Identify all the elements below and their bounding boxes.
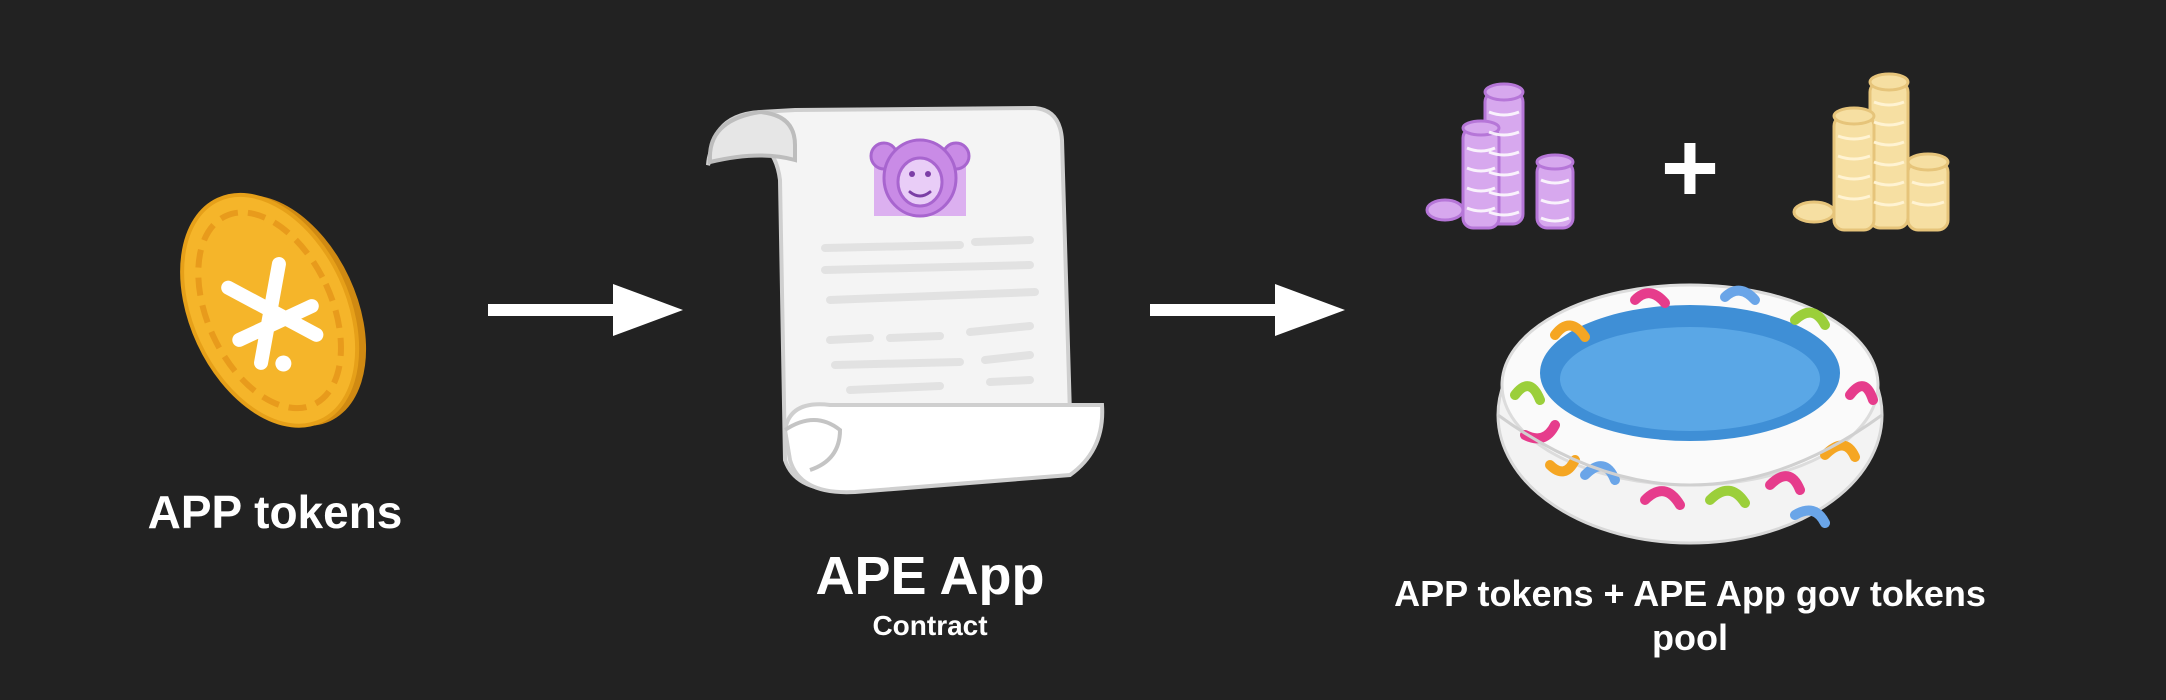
contract-scroll-icon [706, 105, 1105, 495]
app-store-coin-icon [180, 192, 367, 428]
pool-label: APP tokens + APE App gov tokens pool [1330, 572, 2050, 660]
monkey-face-icon [869, 138, 971, 218]
purple-coin-stack-icon [1425, 82, 1575, 230]
gold-coin-stack-icon [1792, 72, 1950, 232]
contract-label: Contract [872, 610, 988, 641]
app-tokens-label: APP tokens [147, 486, 403, 538]
pool-label-line-2: pool [1652, 617, 1728, 658]
inflatable-pool-icon [1496, 283, 1884, 545]
arrow-right-icon [488, 284, 683, 336]
plus-sign: + [1660, 112, 1720, 224]
pool-label-line-1: APP tokens + APE App gov tokens [1394, 573, 1986, 614]
ape-app-label: APE App [815, 546, 1045, 606]
arrow-right-icon [1150, 284, 1345, 336]
